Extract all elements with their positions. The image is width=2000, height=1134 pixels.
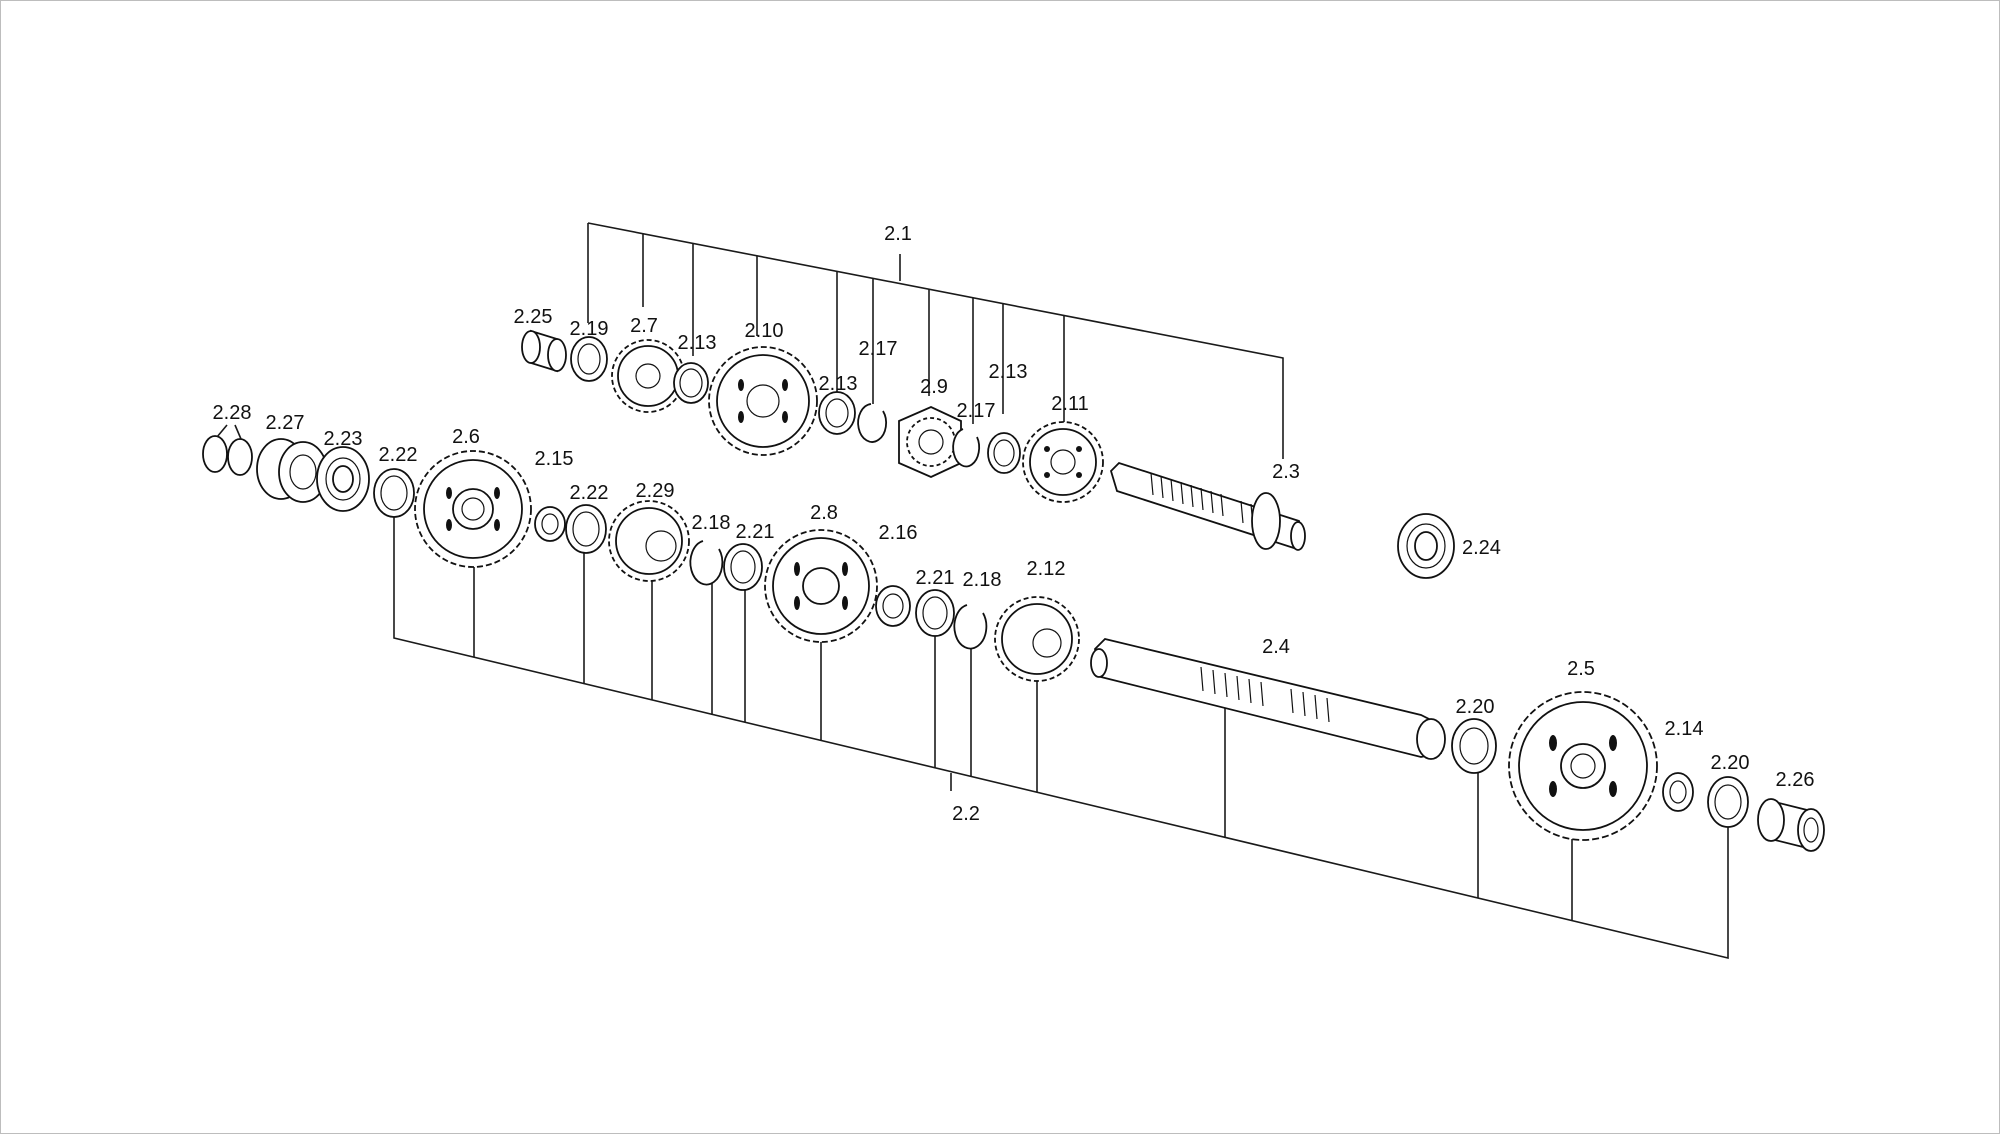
leader-2-28: [216, 424, 242, 440]
label-2-21-a: 2.21: [736, 521, 775, 543]
label-2-22-a: 2.22: [379, 444, 418, 466]
circlip-2-17-b: [952, 428, 981, 468]
label-2-13-c: 2.13: [989, 361, 1028, 383]
label-2-1: 2.1: [884, 223, 912, 245]
label-2-11: 2.11: [1051, 393, 1088, 415]
part-labels: 2.1 2.2 2.3 2.4 2.5 2.6 2.7 2.8 2.9 2.10…: [213, 223, 1815, 825]
circlip-2-17-a: [857, 403, 887, 443]
gear-2-8: [764, 529, 878, 643]
gear-2-12: [994, 596, 1080, 682]
washer-2-13-c: [987, 432, 1021, 474]
label-2-10: 2.10: [745, 320, 784, 342]
gear-2-10: [708, 346, 818, 456]
label-2-26: 2.26: [1776, 769, 1815, 791]
washer-2-21-a: [723, 543, 763, 591]
gear-2-9: [898, 406, 962, 478]
label-2-22-b: 2.22: [570, 482, 609, 504]
label-2-13-b: 2.13: [819, 373, 858, 395]
label-2-20-a: 2.20: [1456, 696, 1495, 718]
label-2-17-b: 2.17: [957, 400, 996, 422]
gear-2-6: [414, 450, 532, 568]
label-2-17-a: 2.17: [859, 338, 898, 360]
label-2-19: 2.19: [570, 318, 609, 340]
bushing-2-25: [521, 329, 567, 373]
shaft-2-4: [1090, 638, 1446, 760]
label-2-3: 2.3: [1272, 461, 1300, 483]
washer-2-22-a: [373, 468, 415, 518]
gear-2-7: [611, 339, 685, 413]
label-2-9: 2.9: [920, 376, 948, 398]
label-2-16: 2.16: [879, 522, 918, 544]
seal-2-27: [256, 438, 328, 503]
label-2-18-b: 2.18: [963, 569, 1002, 591]
washer-2-20-a: [1451, 718, 1497, 774]
leader-lines-2-1: [587, 222, 1284, 459]
label-2-5: 2.5: [1567, 658, 1595, 680]
bushing-2-15: [534, 506, 566, 542]
label-2-14: 2.14: [1665, 718, 1704, 740]
bushing-2-16: [875, 585, 911, 627]
bushing-2-14: [1662, 772, 1694, 812]
label-2-21-b: 2.21: [916, 567, 955, 589]
label-2-27: 2.27: [266, 412, 305, 434]
label-2-15: 2.15: [535, 448, 574, 470]
label-2-20-b: 2.20: [1711, 752, 1750, 774]
label-2-8: 2.8: [810, 502, 838, 524]
label-2-23: 2.23: [324, 428, 363, 450]
circlip-2-18-a: [689, 540, 724, 586]
bearing-2-26: [1757, 798, 1825, 852]
leader-lines-2-2: [393, 493, 1729, 960]
circlip-2-18-b: [953, 604, 988, 650]
label-2-13-a: 2.13: [678, 332, 717, 354]
label-2-6: 2.6: [452, 426, 480, 448]
gear-2-11: [1022, 421, 1104, 503]
washer-2-19: [570, 336, 608, 382]
label-2-12: 2.12: [1027, 558, 1066, 580]
label-2-18-a: 2.18: [692, 512, 731, 534]
label-2-24: 2.24: [1462, 537, 1501, 559]
washer-2-22-b: [565, 504, 607, 554]
circlips-2-28: [202, 435, 253, 476]
washer-2-21-b: [915, 589, 955, 637]
bearing-2-23: [316, 446, 370, 512]
label-2-29: 2.29: [636, 480, 675, 502]
label-2-4: 2.4: [1262, 636, 1290, 658]
label-2-25: 2.25: [514, 306, 553, 328]
washer-2-13-a: [673, 362, 709, 404]
label-2-2: 2.2: [952, 803, 980, 825]
gear-2-5: [1508, 691, 1658, 841]
shaft-2-3: [1109, 461, 1306, 551]
label-2-7: 2.7: [630, 315, 658, 337]
gear-2-29: [608, 500, 690, 582]
washer-2-13-b: [818, 391, 856, 435]
washer-2-20-b: [1707, 776, 1749, 828]
bearing-2-24: [1397, 513, 1455, 579]
label-2-28: 2.28: [213, 402, 252, 424]
